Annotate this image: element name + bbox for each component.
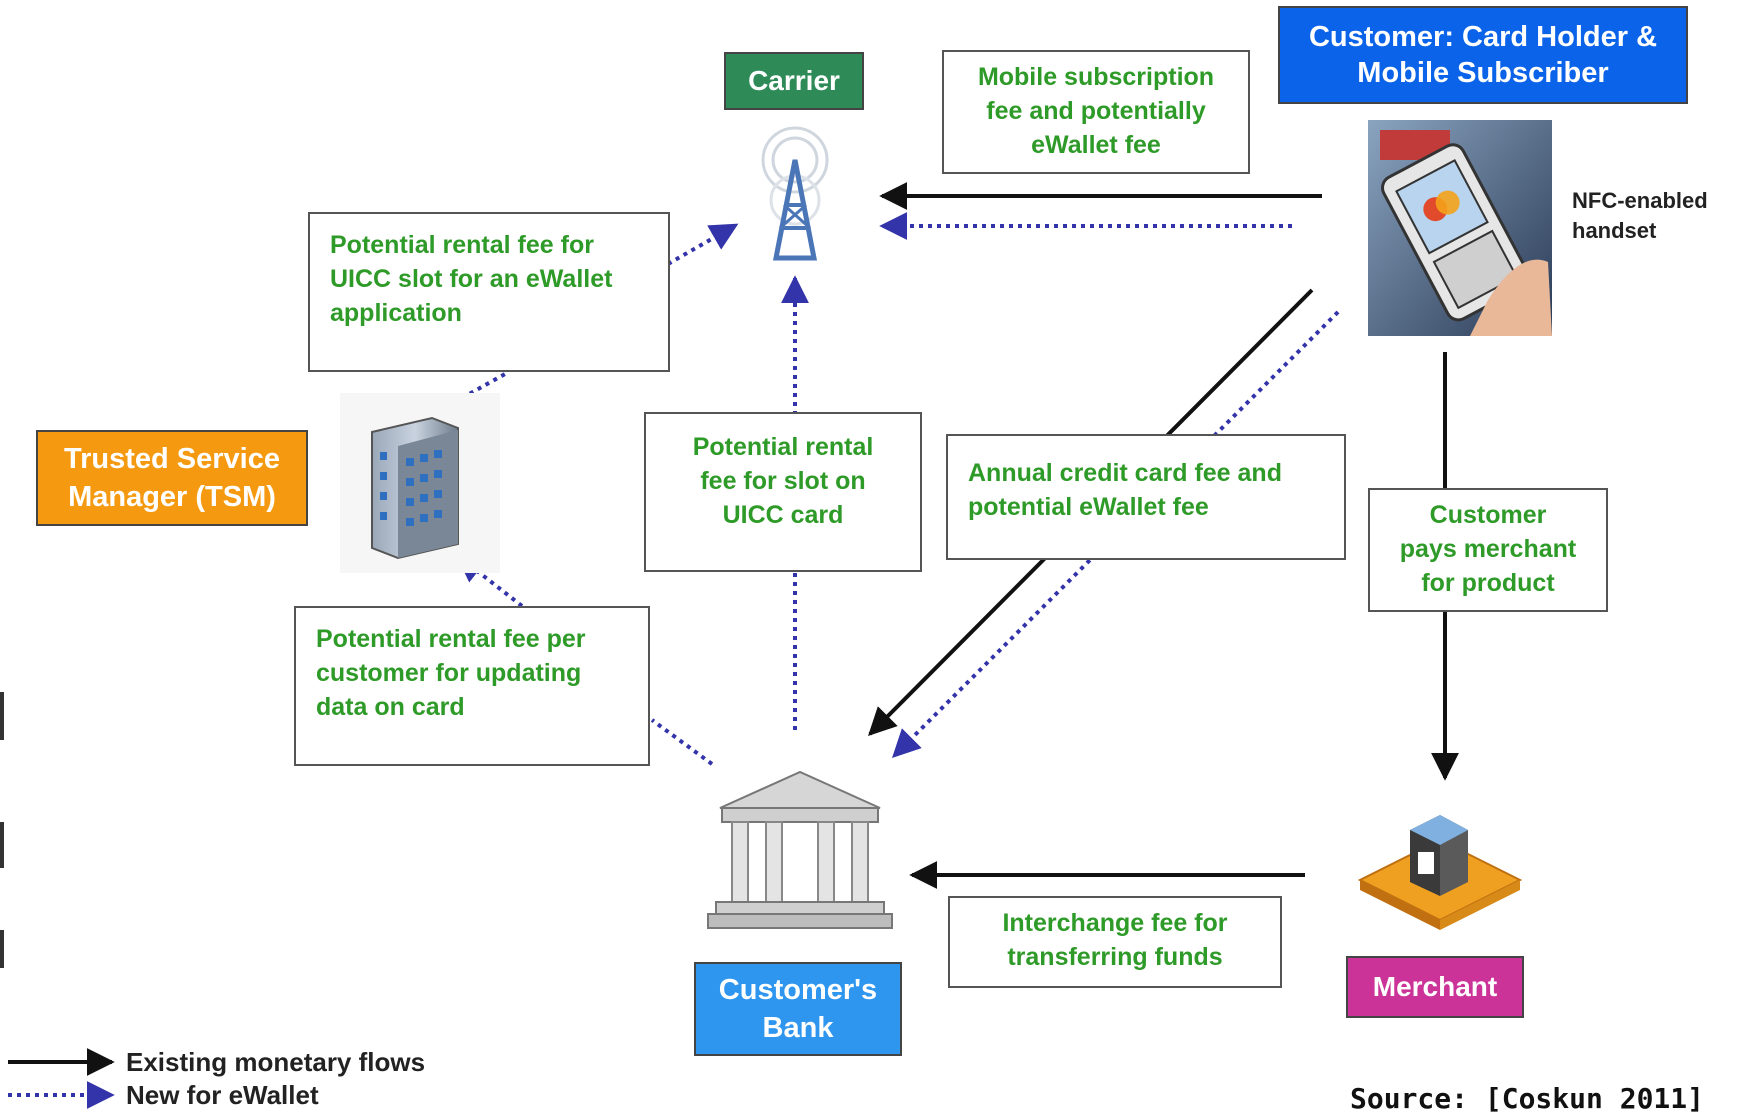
legend-new: New for eWallet [116,1078,319,1112]
bank-building-icon [707,770,893,929]
bank-label: Customer's Bank [694,962,902,1056]
fee-update-data: Potential rental fee per customer for up… [294,606,650,766]
fee-uicc-rental-tsm: Potential rental fee for UICC slot for a… [308,212,670,372]
handset-label: NFC-enabled handset [1572,188,1708,243]
fee-uicc-slot-bank: Potential rental fee for slot on UICC ca… [644,412,922,572]
left-edge-mark [0,692,4,740]
fee-mobile-subscription: Mobile subscription fee and potentially … [942,50,1250,174]
merchant-label: Merchant [1346,956,1524,1018]
source-citation: Source: [Coskun 2011] [1350,1082,1705,1115]
left-edge-mark [0,822,4,868]
store-icon [1357,815,1523,930]
flow-tsm-to-carrier-new [667,223,739,266]
cell-tower-icon [761,126,829,261]
customer-label: Customer: Card Holder & Mobile Subscribe… [1278,6,1688,104]
left-edge-mark [0,930,4,968]
flow-bank-to-tsm-new [650,718,714,766]
office-building-icon [340,393,500,573]
tsm-label: Trusted Service Manager (TSM) [36,430,308,526]
legend-existing-text: Existing monetary flows [126,1046,426,1077]
carrier-label: Carrier [724,52,864,110]
fee-interchange: Interchange fee for transferring funds [948,896,1282,988]
legend-existing: Existing monetary flows [116,1045,425,1079]
flow-customer-to-bank-new [892,310,1340,758]
legend-new-text: New for eWallet [126,1079,319,1110]
fee-customer-pays: Customer pays merchant for product [1368,488,1608,612]
fee-annual-credit: Annual credit card fee and potential eWa… [946,434,1346,560]
nfc-handset-icon [1368,120,1552,336]
